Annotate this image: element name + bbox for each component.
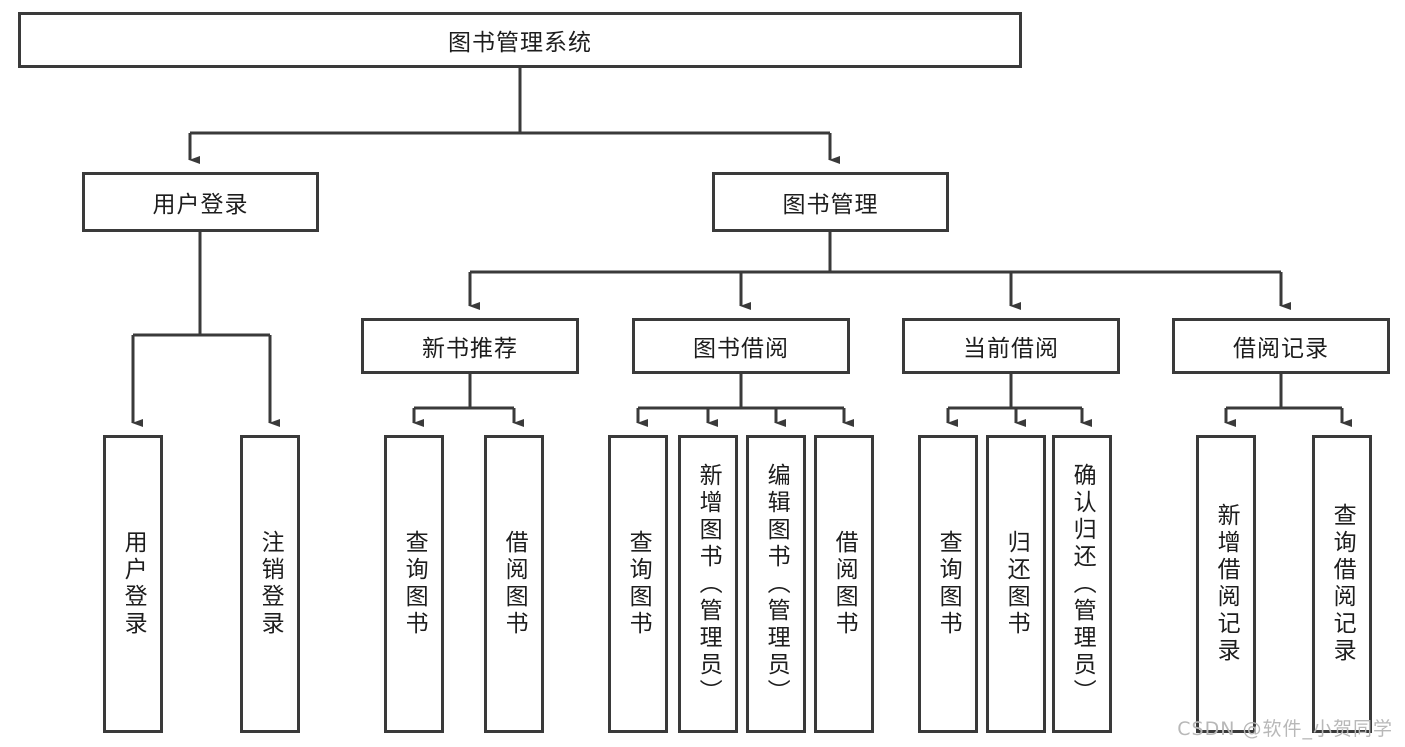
node-leaf-query-book-borrow[interactable]: 查询图书 <box>608 435 668 733</box>
node-leaf-query-book-current-label: 查询图书 <box>935 530 962 638</box>
node-leaf-confirm-return-admin[interactable]: 确认归还（管理员） <box>1052 435 1112 733</box>
node-leaf-add-book-admin[interactable]: 新增图书（管理员） <box>678 435 738 733</box>
node-leaf-add-book-admin-label: 新增图书（管理员） <box>695 462 722 706</box>
node-book-management-label: 图书管理 <box>782 192 879 218</box>
node-book-borrow-label: 图书借阅 <box>693 336 789 362</box>
node-new-book-recommend[interactable]: 新书推荐 <box>361 318 579 374</box>
node-leaf-borrow-book-label: 借阅图书 <box>831 530 858 638</box>
node-leaf-query-book-current[interactable]: 查询图书 <box>918 435 978 733</box>
node-new-book-recommend-label: 新书推荐 <box>422 336 518 362</box>
node-book-borrow[interactable]: 图书借阅 <box>632 318 850 374</box>
node-leaf-query-book-rec[interactable]: 查询图书 <box>384 435 444 733</box>
node-leaf-return-book-label: 归还图书 <box>1003 530 1030 638</box>
node-leaf-query-book-borrow-label: 查询图书 <box>625 530 652 638</box>
node-leaf-user-login[interactable]: 用户登录 <box>103 435 163 733</box>
node-leaf-confirm-return-admin-label: 确认归还（管理员） <box>1069 462 1096 706</box>
node-root-label: 图书管理系统 <box>448 30 592 56</box>
node-leaf-query-borrow-record[interactable]: 查询借阅记录 <box>1312 435 1372 733</box>
node-leaf-return-book[interactable]: 归还图书 <box>986 435 1046 733</box>
node-leaf-add-borrow-record[interactable]: 新增借阅记录 <box>1196 435 1256 733</box>
node-leaf-logout[interactable]: 注销登录 <box>240 435 300 733</box>
node-leaf-edit-book-admin-label: 编辑图书（管理员） <box>763 462 790 706</box>
node-leaf-edit-book-admin[interactable]: 编辑图书（管理员） <box>746 435 806 733</box>
node-leaf-query-borrow-record-label: 查询借阅记录 <box>1329 503 1356 665</box>
node-leaf-logout-label: 注销登录 <box>257 530 284 638</box>
node-leaf-user-login-label: 用户登录 <box>120 530 147 638</box>
node-leaf-borrow-book-rec-label: 借阅图书 <box>501 530 528 638</box>
node-user-login-label: 用户登录 <box>152 192 249 218</box>
node-root[interactable]: 图书管理系统 <box>18 12 1022 68</box>
node-book-management[interactable]: 图书管理 <box>712 172 949 232</box>
node-current-borrow-label: 当前借阅 <box>963 336 1059 362</box>
node-user-login[interactable]: 用户登录 <box>82 172 319 232</box>
node-borrow-record-label: 借阅记录 <box>1233 336 1329 362</box>
node-leaf-add-borrow-record-label: 新增借阅记录 <box>1213 503 1240 665</box>
node-borrow-record[interactable]: 借阅记录 <box>1172 318 1390 374</box>
node-leaf-borrow-book[interactable]: 借阅图书 <box>814 435 874 733</box>
node-leaf-borrow-book-rec[interactable]: 借阅图书 <box>484 435 544 733</box>
node-leaf-query-book-rec-label: 查询图书 <box>401 530 428 638</box>
node-current-borrow[interactable]: 当前借阅 <box>902 318 1120 374</box>
